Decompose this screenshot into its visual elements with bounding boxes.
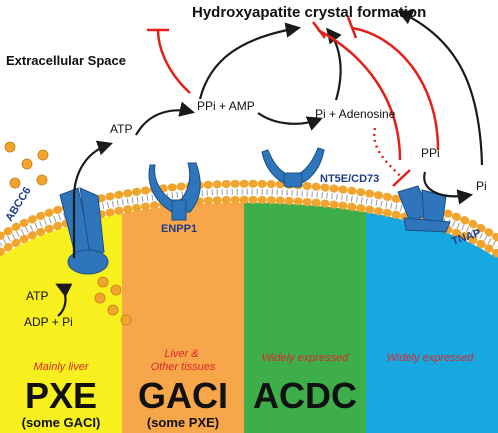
ppi-to-crystal-arrow — [198, 22, 302, 100]
gaci-disease: GACI — [138, 375, 228, 416]
inhibition-lines — [147, 16, 440, 187]
abcc6-transporter — [59, 187, 109, 275]
atp-export-arrow — [72, 140, 113, 258]
acdc-disease: ACDC — [253, 375, 357, 416]
nt5e-enzyme — [261, 147, 325, 188]
atp-hydrolysis-arrow — [55, 283, 73, 317]
gaci-note: (some PXE) — [147, 415, 219, 430]
pi-right-label: Pi — [476, 179, 487, 193]
amp-to-pi-arrow — [257, 112, 323, 131]
ppi-amp-label: PPi + AMP — [197, 99, 255, 113]
tnap-enzyme — [397, 185, 451, 233]
diagram-title: Hydroxyapatite crystal formation — [192, 4, 426, 21]
extracellular-label: Extracellular Space — [6, 53, 126, 68]
gaci-expression: Liver & Other tissues — [151, 348, 216, 373]
pathway-arrows — [55, 10, 484, 317]
enpp1-label: ENPP1 — [161, 223, 197, 235]
tnap-expression: Widely expressed — [387, 352, 475, 364]
pxe-note: (some GACI) — [22, 415, 101, 430]
atp-cell-label: ATP — [26, 289, 48, 303]
pi-adenosine-label: Pi + Adenosine — [315, 107, 396, 121]
panel-gaci — [122, 197, 244, 433]
ppi-hydrolysis-arrow — [423, 171, 474, 205]
atp-to-ppi-arrow — [135, 101, 195, 136]
pxe-disease: PXE — [25, 375, 97, 416]
adp-pi-label: ADP + Pi — [24, 315, 73, 329]
acdc-expression: Widely expressed — [262, 352, 350, 364]
ppi-right-label: PPi — [421, 146, 440, 160]
nt5e-label: NT5E/CD73 — [320, 173, 379, 185]
intracellular-atp-dots — [94, 276, 132, 326]
pi-to-crystal-arrow — [326, 27, 342, 101]
panel-acdc — [244, 197, 366, 433]
pi-right-to-crystal-arrow — [397, 10, 484, 166]
atp-label: ATP — [110, 122, 132, 136]
enpp1-enzyme — [148, 162, 201, 221]
pxe-expression: Mainly liver — [33, 361, 89, 373]
extracellular-atp-dots — [4, 141, 49, 189]
